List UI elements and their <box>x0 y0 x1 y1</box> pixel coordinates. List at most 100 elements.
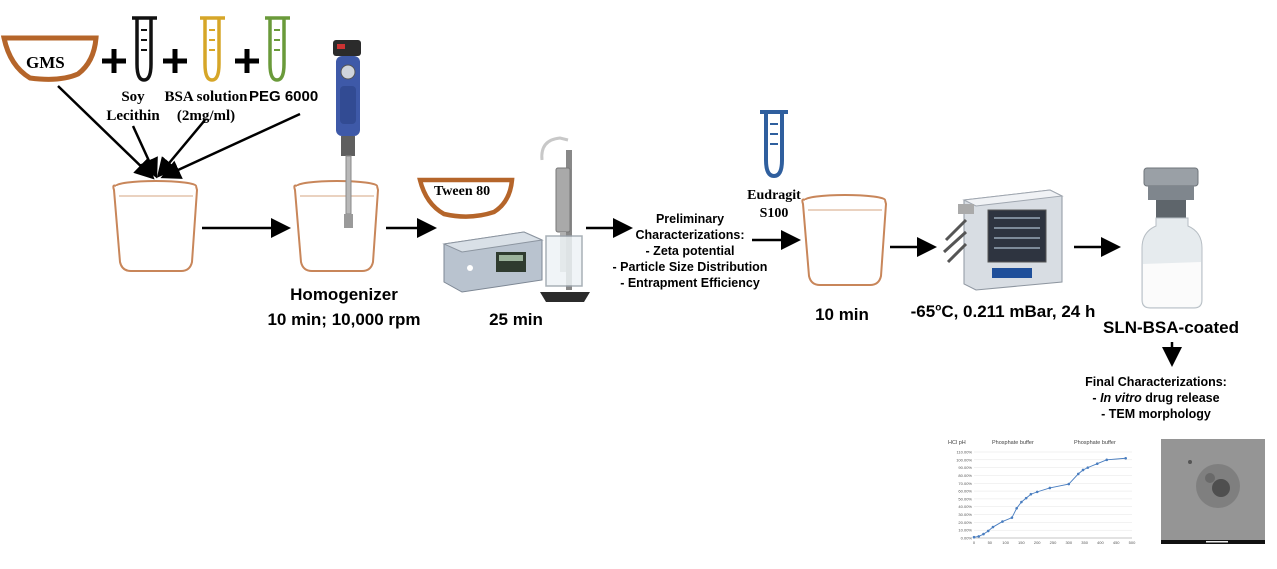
chart-y-tick-label: 30.00% <box>958 512 972 517</box>
chart-data-point <box>1020 500 1023 504</box>
chart-data-point <box>1095 462 1099 466</box>
chart-data-point <box>982 532 985 536</box>
chart-data-point <box>972 535 976 539</box>
chart-label-phosphate-1: Phosphate buffer <box>992 440 1034 446</box>
plus-icon <box>235 49 259 73</box>
chart-data-point <box>1024 496 1028 500</box>
final-item-release-suffix: drug release <box>1141 391 1220 405</box>
preliminary-item-ee: - Entrapment Efficiency <box>620 276 760 290</box>
chart-data-point <box>1086 466 1090 469</box>
final-item-tem: - TEM morphology <box>1101 407 1211 421</box>
final-item-release-prefix: - <box>1092 391 1101 405</box>
chart-data-point <box>991 525 995 529</box>
final-title: Final Characterizations: <box>1085 375 1227 389</box>
chart-y-tick-label: 40.00% <box>958 504 972 509</box>
chart-y-tick-label: 0.00% <box>961 536 973 541</box>
bsa-tube-icon <box>200 16 225 82</box>
homogenizer-params: 10 min; 10,000 rpm <box>267 310 421 329</box>
chart-data-point <box>1029 492 1033 496</box>
chart-data-point <box>1048 486 1052 490</box>
arrow <box>131 125 158 179</box>
final-characterizations: Final Characterizations: - In vitro drug… <box>1074 374 1238 422</box>
chart-data-point <box>1081 468 1085 472</box>
chart-x-tick-label: 150 <box>1018 540 1025 545</box>
chart-y-tick-label: 110.00% <box>957 450 973 455</box>
lyo-degree: o <box>935 302 942 314</box>
bsa-solution-line1: BSA solution <box>164 89 248 105</box>
peg-tube-icon <box>265 16 290 82</box>
homogenizer-title: Homogenizer <box>290 285 398 304</box>
chart-data-point <box>977 535 981 538</box>
chart-x-tick-label: 400 <box>1097 540 1104 545</box>
chart-data-point <box>1067 482 1071 486</box>
chart-background <box>944 436 1144 548</box>
chart-x-tick-label: 350 <box>1081 540 1088 545</box>
eudragit-line2: S100 <box>759 206 789 221</box>
peg-label: PEG 6000 <box>249 88 319 105</box>
preliminary-item-psd: - Particle Size Distribution <box>612 260 768 274</box>
homogenizer-icon <box>333 40 361 228</box>
preliminary-item-zeta: - Zeta potential <box>645 244 735 258</box>
chart-y-tick-label: 60.00% <box>958 489 972 494</box>
beaker-icon <box>801 194 888 286</box>
tem-image <box>1161 439 1265 544</box>
eudragit-tube-icon <box>760 110 788 179</box>
gms-bowl-icon <box>0 35 99 82</box>
chart-y-tick-label: 100.00% <box>956 457 972 462</box>
soy-lecithin-label: Soy Lecithin <box>98 88 168 126</box>
sonicator-icon <box>442 136 590 302</box>
chart-y-tick-label: 80.00% <box>958 473 972 478</box>
final-item-release-italic: In vitro <box>1100 391 1142 405</box>
bsa-solution-label: BSA solution (2mg/ml) <box>160 88 252 126</box>
preliminary-characterizations: Preliminary Characterizations: - Zeta po… <box>606 211 774 291</box>
chart-data-point <box>1124 456 1127 460</box>
beaker-icon <box>112 180 199 272</box>
gms-label: GMS <box>26 53 65 72</box>
soy-lecithin-tube-icon <box>132 16 157 82</box>
chart-x-tick-label: 100 <box>1002 540 1009 545</box>
chart-data-point <box>1001 520 1004 523</box>
lyo-suffix: C, 0.211 mBar, 24 h <box>941 302 1096 321</box>
chart-x-tick-label: 300 <box>1065 540 1072 545</box>
eudragit-line1: Eudragit <box>747 188 801 203</box>
arrow <box>57 85 155 180</box>
arrow <box>156 119 206 178</box>
final-item-release: - In vitro drug release <box>1074 390 1238 406</box>
chart-label-phosphate-2: Phosphate buffer <box>1074 440 1116 446</box>
soy-lecithin-line2: Lecithin <box>106 108 160 124</box>
chart-y-tick-label: 50.00% <box>958 496 972 501</box>
lyophilization-params: -65oC, 0.211 mBar, 24 h <box>898 302 1108 322</box>
chart-x-tick-label: 50 <box>988 540 993 545</box>
tween-bowl-icon <box>417 177 515 219</box>
vial-icon <box>1141 167 1203 309</box>
chart-x-tick-label: 500 <box>1129 540 1136 545</box>
preliminary-title-2: Characterizations: <box>635 228 745 242</box>
soy-lecithin-line1: Soy <box>121 89 145 105</box>
chart-x-tick-label: 200 <box>1034 540 1041 545</box>
freeze-dryer-icon <box>942 189 1064 291</box>
preliminary-title-1: Preliminary <box>655 212 725 226</box>
chart-y-tick-label: 20.00% <box>958 520 972 525</box>
chart-data-point <box>1076 472 1080 476</box>
release-chart: HCl pH Phosphate buffer Phosphate buffer… <box>944 436 1144 548</box>
chart-label-hcl: HCl pH <box>948 440 966 446</box>
plus-icon <box>102 49 126 73</box>
chart-x-tick-label: 450 <box>1113 540 1120 545</box>
beaker-icon <box>293 180 380 272</box>
chart-y-tick-label: 90.00% <box>958 465 972 470</box>
chart-data-point <box>1105 458 1109 462</box>
sonication-time: 25 min <box>489 310 543 329</box>
plus-icon <box>163 49 187 73</box>
bsa-solution-line2: (2mg/ml) <box>176 108 236 124</box>
chart-x-tick-label: 250 <box>1050 540 1057 545</box>
arrow <box>160 112 301 179</box>
chart-data-point <box>1035 490 1039 494</box>
chart-data-point <box>1010 516 1014 519</box>
chart-y-tick-label: 70.00% <box>958 481 972 486</box>
mix-time: 10 min <box>815 305 869 324</box>
eudragit-label: Eudragit S100 <box>734 187 814 223</box>
chart-data-point <box>986 529 990 533</box>
chart-y-tick-label: 10.00% <box>958 528 972 533</box>
product-label: SLN-BSA-coated <box>1102 318 1239 337</box>
